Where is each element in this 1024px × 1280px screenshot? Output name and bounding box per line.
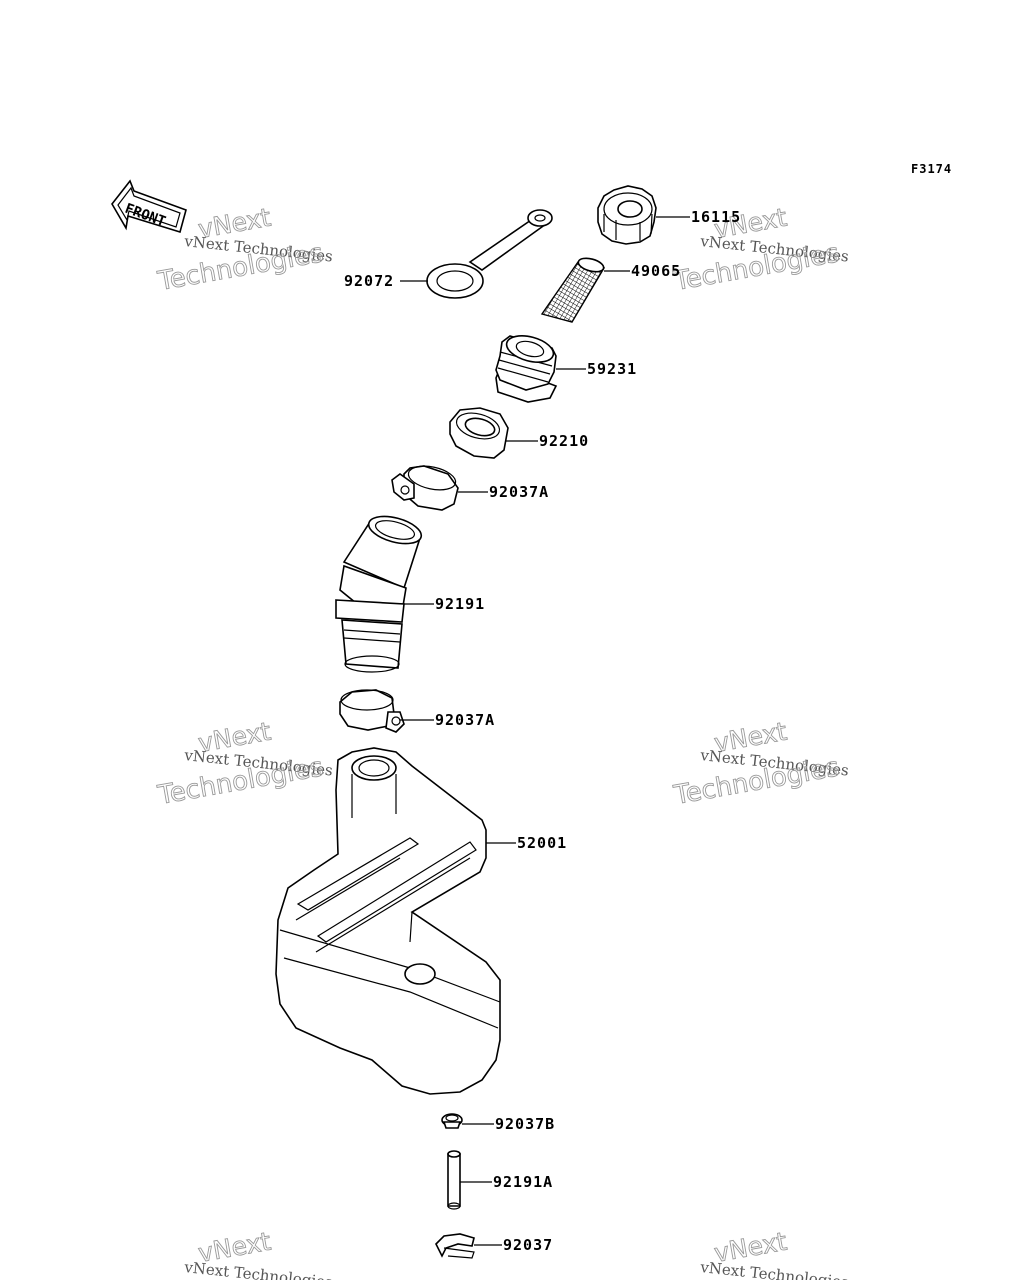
cap-16115 [597,185,657,245]
clamp-92037A-bottom [339,689,405,733]
tube-92191A [447,1150,461,1210]
leader-lines [400,216,690,1246]
watermark-text: vNext Technologies [183,1258,334,1280]
fitting-59231 [495,335,558,403]
clip-92037 [435,1233,475,1259]
callout-92191A[interactable]: 92191A [493,1173,553,1191]
watermark-mid-left: vNext vNext Technologies Technologies [155,716,334,811]
clamp-92037A-top [391,465,459,511]
watermark-bottom-right: vNext vNext Technologies [699,1226,850,1280]
callout-92037B[interactable]: 92037B [495,1115,555,1133]
hose-92191 [335,515,423,673]
callout-59231[interactable]: 59231 [587,360,637,378]
callout-92210[interactable]: 92210 [539,432,589,450]
clamp-92037B [441,1113,463,1129]
callout-92037[interactable]: 92037 [503,1236,553,1254]
callout-92037A-bottom[interactable]: 92037A [435,711,495,729]
watermark-top-right: vNext vNext Technologies Technologies [671,202,850,297]
callout-52001[interactable]: 52001 [517,834,567,852]
callout-92072[interactable]: 92072 [344,272,394,290]
diagram-ref-code: F3174 [911,162,952,176]
callout-16115[interactable]: 16115 [691,208,741,226]
strap-92072 [426,209,553,299]
watermark-mid-right: vNext vNext Technologies Technologies [671,716,850,811]
front-arrow-icon: FRONT [111,179,187,234]
watermark-text: vNext Technologies [699,1258,850,1280]
callout-49065[interactable]: 49065 [631,262,681,280]
filter-49065 [540,257,606,323]
watermark-bottom-left: vNext vNext Technologies [183,1226,334,1280]
tank-52001 [275,747,501,1095]
nut-92210 [449,407,509,459]
callout-92191[interactable]: 92191 [435,595,485,613]
callout-92037A-top[interactable]: 92037A [489,483,549,501]
